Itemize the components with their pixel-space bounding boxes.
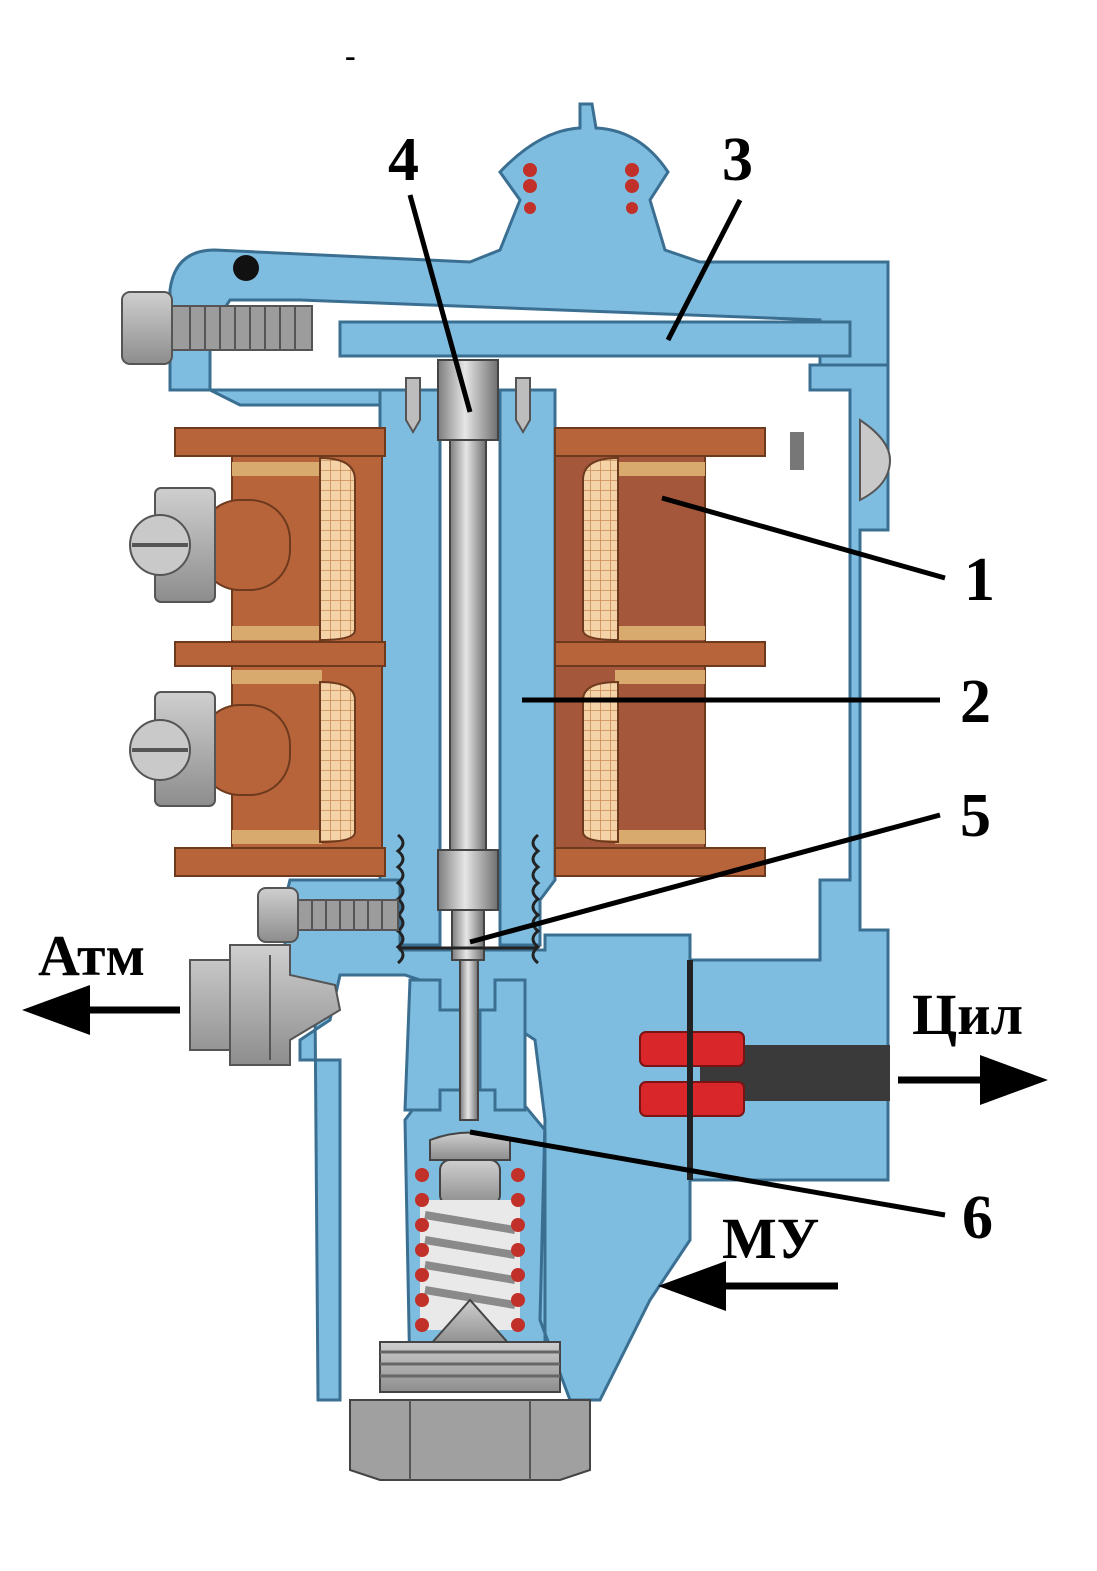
return-spring [415, 1168, 525, 1346]
side-screw-right [790, 418, 892, 502]
leader-3 [665, 198, 743, 342]
bottom-plug [349, 1341, 591, 1481]
terminal-screw-lower [129, 691, 291, 807]
adjusting-screw-lower [257, 887, 399, 943]
arrow-left-icon [658, 1261, 838, 1311]
callout-6: 6 [962, 1184, 993, 1252]
pivot-pin [233, 255, 259, 281]
callout-3: 3 [722, 126, 753, 194]
arrow-left-icon [22, 985, 180, 1035]
callout-1: 1 [964, 546, 995, 614]
coil-right [554, 427, 766, 877]
leader-4 [407, 194, 473, 413]
cylinder-outlet [639, 960, 890, 1180]
leader-6 [469, 1129, 946, 1218]
port-label-cyl: Цил [912, 982, 1023, 1047]
adjusting-screw-top [121, 291, 313, 365]
port-label-mu: МУ [722, 1206, 819, 1271]
arrow-right-icon [898, 1055, 1048, 1105]
terminal-screw-upper [129, 487, 291, 603]
stray-mark: - [345, 37, 356, 73]
cap-seals [523, 163, 639, 214]
callout-2: 2 [960, 668, 991, 736]
exhaust-fitting [189, 944, 342, 1066]
port-label-atm: Атм [38, 923, 145, 988]
lever-plate [338, 320, 852, 358]
valve-poppet [429, 1131, 511, 1206]
leader-5 [469, 812, 941, 945]
callout-4: 4 [388, 126, 419, 194]
leader-lines [407, 194, 946, 1218]
leader-1 [661, 495, 946, 581]
callout-5: 5 [960, 782, 991, 850]
